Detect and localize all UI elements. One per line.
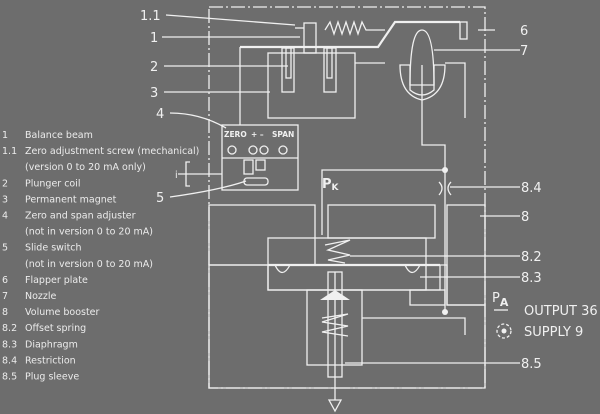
legend-number: 7	[2, 291, 8, 302]
flapper-plate	[459, 21, 468, 40]
legend-text: Slide switch	[25, 243, 82, 254]
legend-text: Zero and span adjuster	[25, 211, 136, 222]
legend-number: 8.2	[2, 323, 17, 334]
legend-text: Restriction	[25, 355, 76, 366]
legend-text: Volume booster	[25, 307, 100, 318]
legend-text: Zero adjustment screw (mechanical)	[25, 146, 199, 157]
output-port-label: OUTPUT 36	[524, 304, 598, 319]
zero-span-adjuster: ZERO + – SPAN	[221, 124, 299, 191]
legend-text: Nozzle	[25, 291, 57, 302]
legend-number: 8.4	[2, 355, 17, 366]
legend-number: 2	[2, 178, 8, 189]
legend-text: Balance beam	[25, 130, 93, 141]
legend-text: Permanent magnet	[25, 194, 117, 205]
restriction-icon	[438, 181, 452, 196]
callout-8-3: 8.3	[521, 271, 542, 286]
callout-6: 6	[520, 24, 528, 39]
legend-number: 6	[2, 275, 8, 286]
svg-text:+ –: + –	[251, 130, 264, 139]
minus-screw-icon	[248, 145, 258, 155]
slide-switch	[243, 177, 269, 186]
callout-5: 5	[156, 191, 164, 206]
svg-text:SPAN: SPAN	[272, 130, 294, 139]
housing-outline	[208, 6, 486, 389]
legend-number: 3	[2, 194, 8, 205]
legend: 1 Balance beam 1.1 Zero adjustment screw (m…	[2, 130, 199, 383]
pk-label: PK	[322, 177, 340, 193]
plus-screw-icon	[259, 145, 269, 155]
current-label: i	[175, 170, 178, 181]
legend-text: Plunger coil	[25, 178, 81, 189]
span-screw-icon	[278, 145, 288, 155]
legend-text: Diaphragm	[25, 339, 78, 350]
legend-number: 5	[2, 243, 8, 254]
leader-lines	[162, 14, 520, 364]
supply-port-icon	[496, 323, 512, 339]
permanent-magnet	[267, 47, 356, 119]
callout-8-2: 8.2	[521, 250, 542, 265]
callout-8: 8	[521, 210, 529, 225]
legend-number: 8.3	[2, 339, 17, 350]
exhaust-icon	[327, 399, 343, 413]
callout-1: 1	[150, 31, 158, 46]
legend-number: 8	[2, 307, 8, 318]
callout-1-1: 1.1	[140, 9, 161, 24]
supply-port-label: SUPPLY 9	[524, 325, 583, 340]
callout-8-5: 8.5	[521, 357, 542, 372]
legend-text: (not in version 0 to 20 mA)	[25, 259, 153, 270]
legend-text: Offset spring	[25, 323, 86, 334]
volume-booster	[208, 204, 486, 400]
legend-text: Plug sleeve	[25, 372, 79, 383]
callout-7: 7	[520, 44, 528, 59]
legend-number: 1	[2, 130, 8, 141]
callout-2: 2	[150, 60, 158, 75]
callout-3: 3	[150, 86, 158, 101]
legend-number: 1.1	[2, 146, 17, 157]
callout-8-4: 8.4	[521, 181, 542, 196]
zero-screw-icon	[227, 145, 237, 155]
legend-text: (not in version 0 to 20 mA)	[25, 227, 153, 238]
legend-number: 4	[2, 211, 8, 222]
svg-text:ZERO: ZERO	[224, 130, 247, 139]
offset-spring	[324, 239, 351, 264]
spring	[324, 19, 385, 37]
legend-number: 8.5	[2, 372, 17, 383]
legend-text: (version 0 to 20 mA only)	[25, 162, 146, 173]
zero-adjustment-screw	[303, 22, 317, 54]
balance-beam	[239, 19, 468, 125]
callout-4: 4	[156, 107, 164, 122]
pa-label: PA	[492, 291, 509, 309]
legend-text: Flapper plate	[25, 275, 88, 286]
nozzle	[399, 29, 466, 170]
